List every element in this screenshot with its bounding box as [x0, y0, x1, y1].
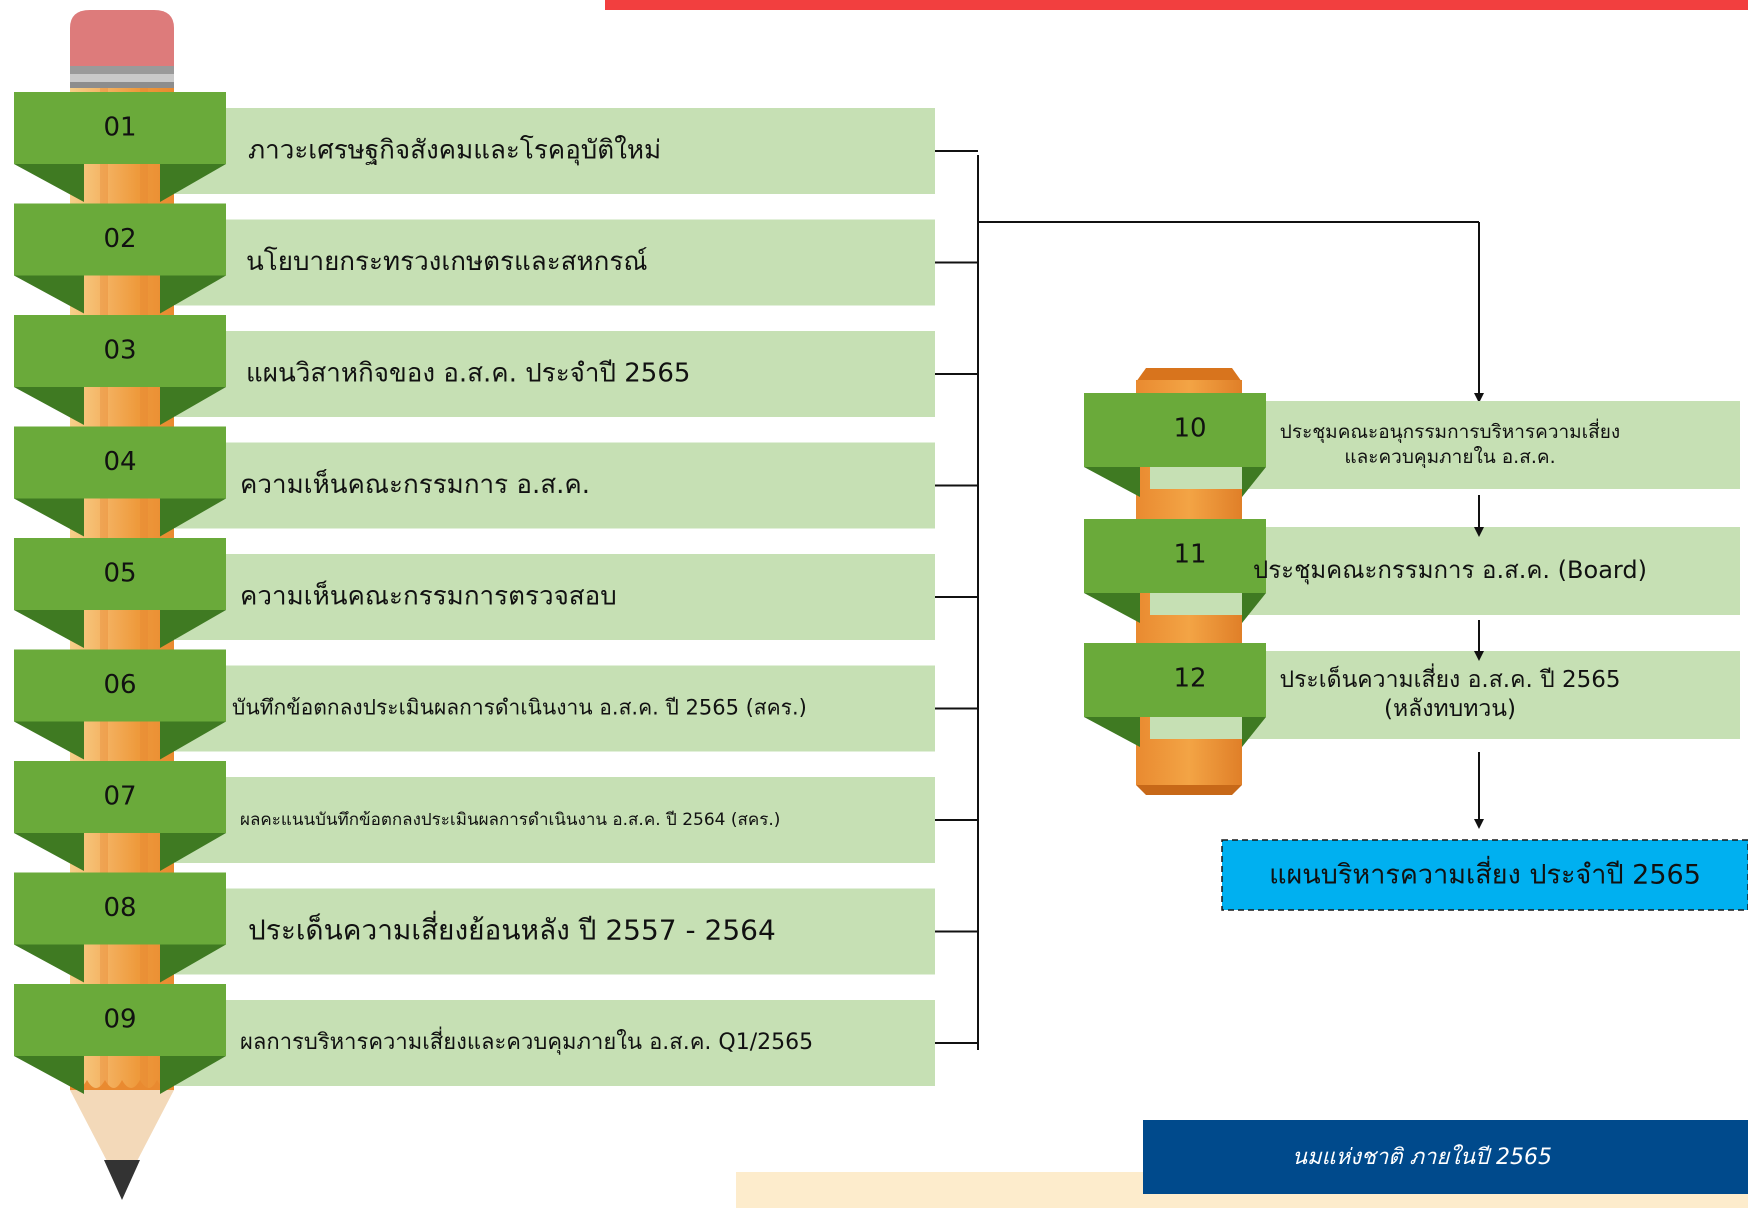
left-steps: 01 ภาวะเศรษฐกิจสังคมและโรคอุบัติใหม่ 02 นโย…: [14, 92, 935, 1094]
step-09: 09 ผลการบริหารความเสี่ยงและควบคุมภายใน อ.…: [14, 984, 935, 1094]
step-tab: [14, 761, 226, 833]
tab-fold-right: [160, 944, 226, 983]
step-05: 05 ความเห็นคณะกรรมการตรวจสอบ: [14, 538, 935, 648]
pencil-eraser: [70, 10, 174, 90]
step-number: 10: [1173, 414, 1206, 444]
tab-fold-right: [1242, 717, 1266, 747]
footer-navy-banner: [1143, 1120, 1748, 1194]
tab-fold-right: [160, 833, 226, 871]
step-number: 05: [103, 559, 136, 589]
tab-fold-left: [1084, 467, 1140, 497]
tab-fold-left: [14, 387, 84, 425]
step-label: ความเห็นคณะกรรมการ อ.ส.ค.: [240, 468, 590, 500]
step-tab: [14, 315, 226, 387]
step-label: ความเห็นคณะกรรมการตรวจสอบ: [240, 580, 617, 612]
result-box: แผนบริหารความเสี่ยง ประจำปี 2565: [1221, 839, 1748, 911]
step-number: 09: [103, 1005, 136, 1035]
step-tab: [14, 872, 226, 945]
left-connector: [977, 155, 1484, 1050]
step-panel: [175, 777, 935, 863]
step-tab: [14, 426, 226, 499]
step-label: ผลการบริหารความเสี่ยงและควบคุมภายใน อ.ส.…: [240, 1026, 813, 1055]
tab-fold-left: [14, 944, 84, 983]
step-panel: [175, 331, 935, 417]
tab-fold-left: [14, 721, 84, 760]
step-label: นโยบายกระทรวงเกษตรและสหกรณ์: [246, 246, 648, 277]
step-06: 06 บันทึกข้อตกลงประเมินผลการดำเนินงาน อ.ส…: [14, 649, 935, 760]
right-steps: 10 ประชุมคณะอนุกรรมการบริหารความเสี่ยงและ…: [1084, 393, 1740, 747]
step-number: 12: [1173, 664, 1206, 694]
tab-fold-right: [160, 387, 226, 425]
step-tab: [14, 92, 226, 164]
tab-fold-right: [160, 721, 226, 760]
step-panel: [175, 665, 935, 752]
step-number: 03: [103, 336, 136, 366]
step-10: 10 ประชุมคณะอนุกรรมการบริหารความเสี่ยงและ…: [1084, 393, 1740, 497]
step-03: 03 แผนวิสาหกิจของ อ.ส.ค. ประจำปี 2565: [14, 315, 935, 425]
step-07: 07 ผลคะแนนบันทึกข้อตกลงประเมินผลการดำเนิน…: [14, 761, 935, 871]
step-12: 12 ประเด็นความเสี่ยง อ.ส.ค. ปี 2565 (หลังท…: [1084, 643, 1740, 747]
step-number: 02: [103, 224, 136, 254]
step-number: 06: [103, 670, 136, 700]
pencil-tip: [70, 1090, 174, 1190]
step-02: 02 นโยบายกระทรวงเกษตรและสหกรณ์: [14, 203, 935, 314]
step-panel: [175, 442, 935, 529]
step-tab: [14, 649, 226, 722]
step-number: 07: [103, 782, 136, 812]
pencil-lead-icon: [104, 1160, 140, 1200]
step-tab: [14, 203, 226, 276]
top-accent-bar: [605, 0, 1748, 10]
step-label-line: (หลังทบทวน): [1384, 696, 1516, 722]
tab-fold-left: [14, 610, 84, 648]
step-label: ผลคะแนนบันทึกข้อตกลงประเมินผลการดำเนินงา…: [240, 810, 780, 830]
step-label: ภาวะเศรษฐกิจสังคมและโรคอุบัติใหม่: [248, 135, 661, 166]
step-panel: [175, 554, 935, 640]
step-01: 01 ภาวะเศรษฐกิจสังคมและโรคอุบัติใหม่: [14, 92, 935, 202]
step-panel: [175, 219, 935, 306]
tab-fold-left: [14, 833, 84, 871]
step-label: ประเด็นความเสี่ยงย้อนหลัง ปี 2557 - 2564: [248, 911, 776, 947]
step-11: 11 ประชุมคณะกรรมการ อ.ส.ค. (Board): [1084, 519, 1740, 623]
tab-fold-left: [14, 1056, 84, 1094]
tab-fold-right: [160, 610, 226, 648]
step-number: 08: [103, 893, 136, 923]
step-08: 08 ประเด็นความเสี่ยงย้อนหลัง ปี 2557 - 25…: [14, 872, 935, 983]
tab-fold-right: [160, 1056, 226, 1094]
tab-fold-right: [160, 164, 226, 202]
step-tab: [14, 538, 226, 610]
result-box-text: แผนบริหารความเสี่ยง ประจำปี 2565: [1269, 856, 1701, 891]
step-label: บันทึกข้อตกลงประเมินผลการดำเนินงาน อ.ส.ค…: [232, 696, 807, 720]
step-tab: [1084, 519, 1266, 593]
step-label-line: ประชุมคณะกรรมการ อ.ส.ค. (Board): [1253, 556, 1647, 585]
tab-fold-right: [1242, 467, 1266, 497]
step-panel: [175, 888, 935, 975]
tab-fold-left: [14, 498, 84, 537]
step-label-line: ประเด็นความเสี่ยง อ.ส.ค. ปี 2565: [1279, 663, 1620, 693]
step-tab: [1084, 393, 1266, 467]
tab-fold-left: [14, 164, 84, 202]
tab-fold-left: [14, 275, 84, 314]
step-tab: [14, 984, 226, 1056]
tab-fold-right: [160, 275, 226, 314]
tab-fold-right: [1242, 593, 1266, 623]
step-label-line: และควบคุมภายใน อ.ส.ค.: [1344, 446, 1555, 469]
step-panel: [175, 108, 935, 194]
step-label-line: ประชุมคณะอนุกรรมการบริหารความเสี่ยง: [1280, 418, 1620, 444]
tab-fold-left: [1084, 593, 1140, 623]
tab-fold-right: [160, 498, 226, 537]
step-label: แผนวิสาหกิจของ อ.ส.ค. ประจำปี 2565: [246, 359, 690, 389]
tab-fold-left: [1084, 717, 1140, 747]
step-04: 04 ความเห็นคณะกรรมการ อ.ส.ค.: [14, 426, 935, 537]
step-tab: [1084, 643, 1266, 717]
pencil-scallop: [70, 1080, 174, 1090]
footer-note: นมแห่งชาติ ภายในปี 2565: [1292, 1144, 1552, 1170]
step-number: 01: [103, 113, 136, 143]
step-number: 04: [103, 447, 136, 477]
connector-ticks: [935, 150, 978, 1044]
step-number: 11: [1173, 540, 1206, 570]
step-panel: [175, 1000, 935, 1086]
